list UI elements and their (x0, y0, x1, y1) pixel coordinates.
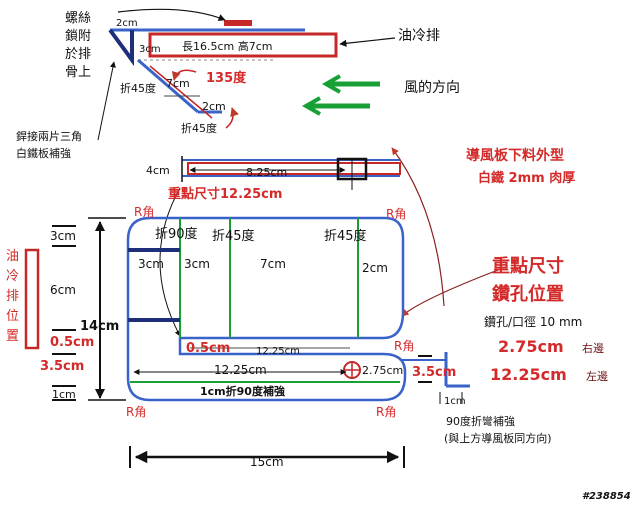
right-hole-position: 鑽孔位置 (492, 283, 564, 305)
deflector-offset-line (149, 65, 213, 119)
wind-arrow-2-head (301, 96, 321, 116)
oil-position-char-5: 置 (6, 329, 19, 344)
screw-arrow (117, 8, 226, 21)
r-corner-bottom-left: R角 (126, 405, 146, 419)
panel-outline (126, 216, 407, 402)
screw-note-line-3: 於排 (65, 46, 91, 62)
bar-dims-label: 長16.5cm 高7cm (182, 39, 273, 53)
weld-note-line-1: 銲接兩片三角 (16, 129, 82, 143)
note-to-side-arrow (391, 147, 445, 307)
r-corner-bottom-right: R角 (376, 405, 396, 419)
panel-hole-275cm: 2.75cm (362, 364, 403, 377)
left-dim-6cm: 6cm (50, 283, 76, 297)
watermark: #238854 (582, 491, 631, 502)
screw-note-line-2: 鎖附 (65, 28, 91, 44)
r-corner-middle-right: R角 (394, 339, 414, 353)
panel-col-3cm-b: 3cm (184, 257, 210, 271)
side-view (159, 147, 499, 337)
screw-mark (224, 20, 252, 26)
title-line-2: 白鐵 2mm 肉厚 (478, 170, 575, 186)
screw-note-line-1: 螺絲 (65, 11, 91, 26)
right-v1225: 12.25cm (490, 365, 567, 384)
top-dim-7cm: 7cm (166, 77, 190, 90)
oil-exhaust-label: 油冷排 (398, 28, 440, 44)
bottom-dim-15cm: 15cm (250, 455, 284, 469)
panel-col-2cm: 2cm (362, 261, 388, 275)
panel-notch-05cm: 0.5cm (186, 341, 230, 356)
bottom-dimension (129, 446, 405, 468)
side-dim-4cm: 4cm (146, 164, 170, 177)
left-dimensions (24, 217, 126, 401)
left-dim-05cm: 0.5cm (50, 335, 94, 350)
left-dim-14cm: 14cm (80, 319, 119, 334)
right-dim-1cm: 1cm (444, 396, 466, 407)
deflector-45-line (137, 58, 199, 114)
right-side-label: 右邊 (582, 341, 604, 355)
left-dim-1cm: 1cm (52, 388, 76, 401)
panel-notch-12-25cm: 12.25cm (256, 346, 300, 357)
angle-135-arc (171, 69, 197, 81)
panel-col-7cm: 7cm (260, 257, 286, 271)
oil-position-char-3: 排 (6, 289, 19, 304)
screw-note-line-4: 骨上 (65, 65, 91, 80)
side-red-bar (187, 162, 401, 175)
left-dim-3cm: 3cm (50, 229, 76, 243)
wind-arrow-1-head (321, 74, 341, 94)
right-same-direction: (與上方導風板同方向) (444, 431, 552, 445)
top-view (97, 8, 396, 141)
panel-bottom-12-25cm: 12.25cm (214, 363, 267, 377)
wind-arrows (301, 74, 380, 116)
wind-direction-label: 風的方向 (404, 80, 460, 96)
r-corner-top-left: R角 (134, 205, 154, 219)
flat-pattern (126, 216, 407, 402)
left-side-label: 左邊 (586, 369, 608, 383)
triangle-bracket (108, 28, 134, 67)
panel-fold-90: 折90度 (155, 226, 198, 242)
panel-fold-45-2: 折45度 (324, 228, 367, 244)
panel-col-3cm-a: 3cm (138, 257, 164, 271)
right-hole-diameter: 鑽孔/口徑 10 mm (484, 314, 582, 329)
weld-note-line-2: 白鐵板補強 (16, 146, 71, 160)
panel-fold-90-reinforce: 1cm折90度補強 (200, 384, 285, 398)
top-dim-2cm: 2cm (116, 18, 138, 29)
oil-position-char-2: 冷 (6, 269, 19, 284)
note-to-hole-arrow (401, 269, 499, 317)
oil-position-char-4: 位 (6, 309, 19, 324)
oil-cooler-arrow (339, 37, 396, 47)
side-dim-8-25cm: 8.25cm (246, 166, 287, 179)
right-flange (402, 352, 470, 404)
top-dim-2cm-b: 2cm (202, 100, 226, 113)
right-fold-90-note: 90度折彎補強 (446, 414, 515, 428)
side-key-dim: 重點尺寸12.25cm (168, 186, 282, 202)
oil-position-marker (24, 248, 40, 350)
text-layer: 螺絲 鎖附 於排 骨上 2cm 3cm 長16.5cm 高7cm 7cm 折45… (6, 11, 631, 502)
top-fold-45-a: 折45度 (120, 81, 156, 95)
top-dim-3cm: 3cm (139, 44, 161, 55)
oil-cooler-bar (148, 32, 338, 58)
panel-fold-45-1: 折45度 (212, 228, 255, 244)
top-fold-45-b: 折45度 (181, 121, 217, 135)
right-dim-35cm: 3.5cm (412, 365, 456, 380)
right-key-dims: 重點尺寸 (492, 255, 564, 277)
weld-arrow (97, 61, 116, 141)
right-v275: 2.75cm (498, 337, 564, 356)
angle-135-label: 135度 (206, 70, 247, 86)
fold-45-arc (225, 107, 239, 129)
title-line-1: 導風板下料外型 (466, 147, 564, 164)
r-corner-top-right: R角 (386, 207, 406, 221)
left-dim-35cm: 3.5cm (40, 359, 84, 374)
oil-position-char-1: 油 (6, 249, 19, 264)
